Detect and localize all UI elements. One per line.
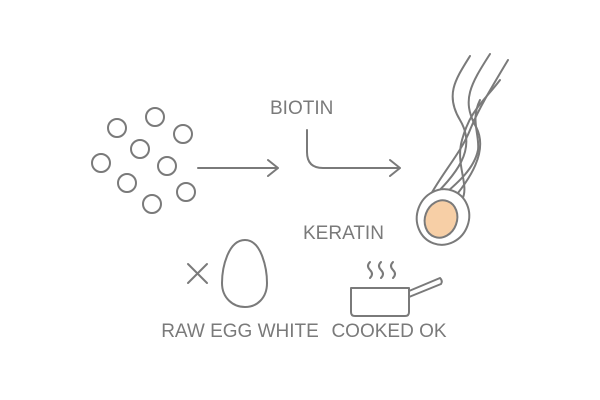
biotin-label: BIOTIN (270, 98, 333, 119)
egg-icon (221, 239, 268, 308)
cooked-ok-label: COOKED OK (331, 321, 446, 342)
hair-strand-icon (415, 53, 509, 246)
saucepan-icon (350, 277, 443, 317)
raw-egg-white-label: RAW EGG WHITE (161, 321, 319, 342)
curved-arrow-icon (306, 129, 401, 177)
biotin-molecules-icon (91, 107, 196, 214)
hair-core (423, 199, 459, 239)
cross-icon (187, 263, 208, 284)
keratin-label: KERATIN (303, 223, 384, 244)
arrow-right-icon (197, 159, 279, 177)
steam-icon (367, 261, 396, 279)
